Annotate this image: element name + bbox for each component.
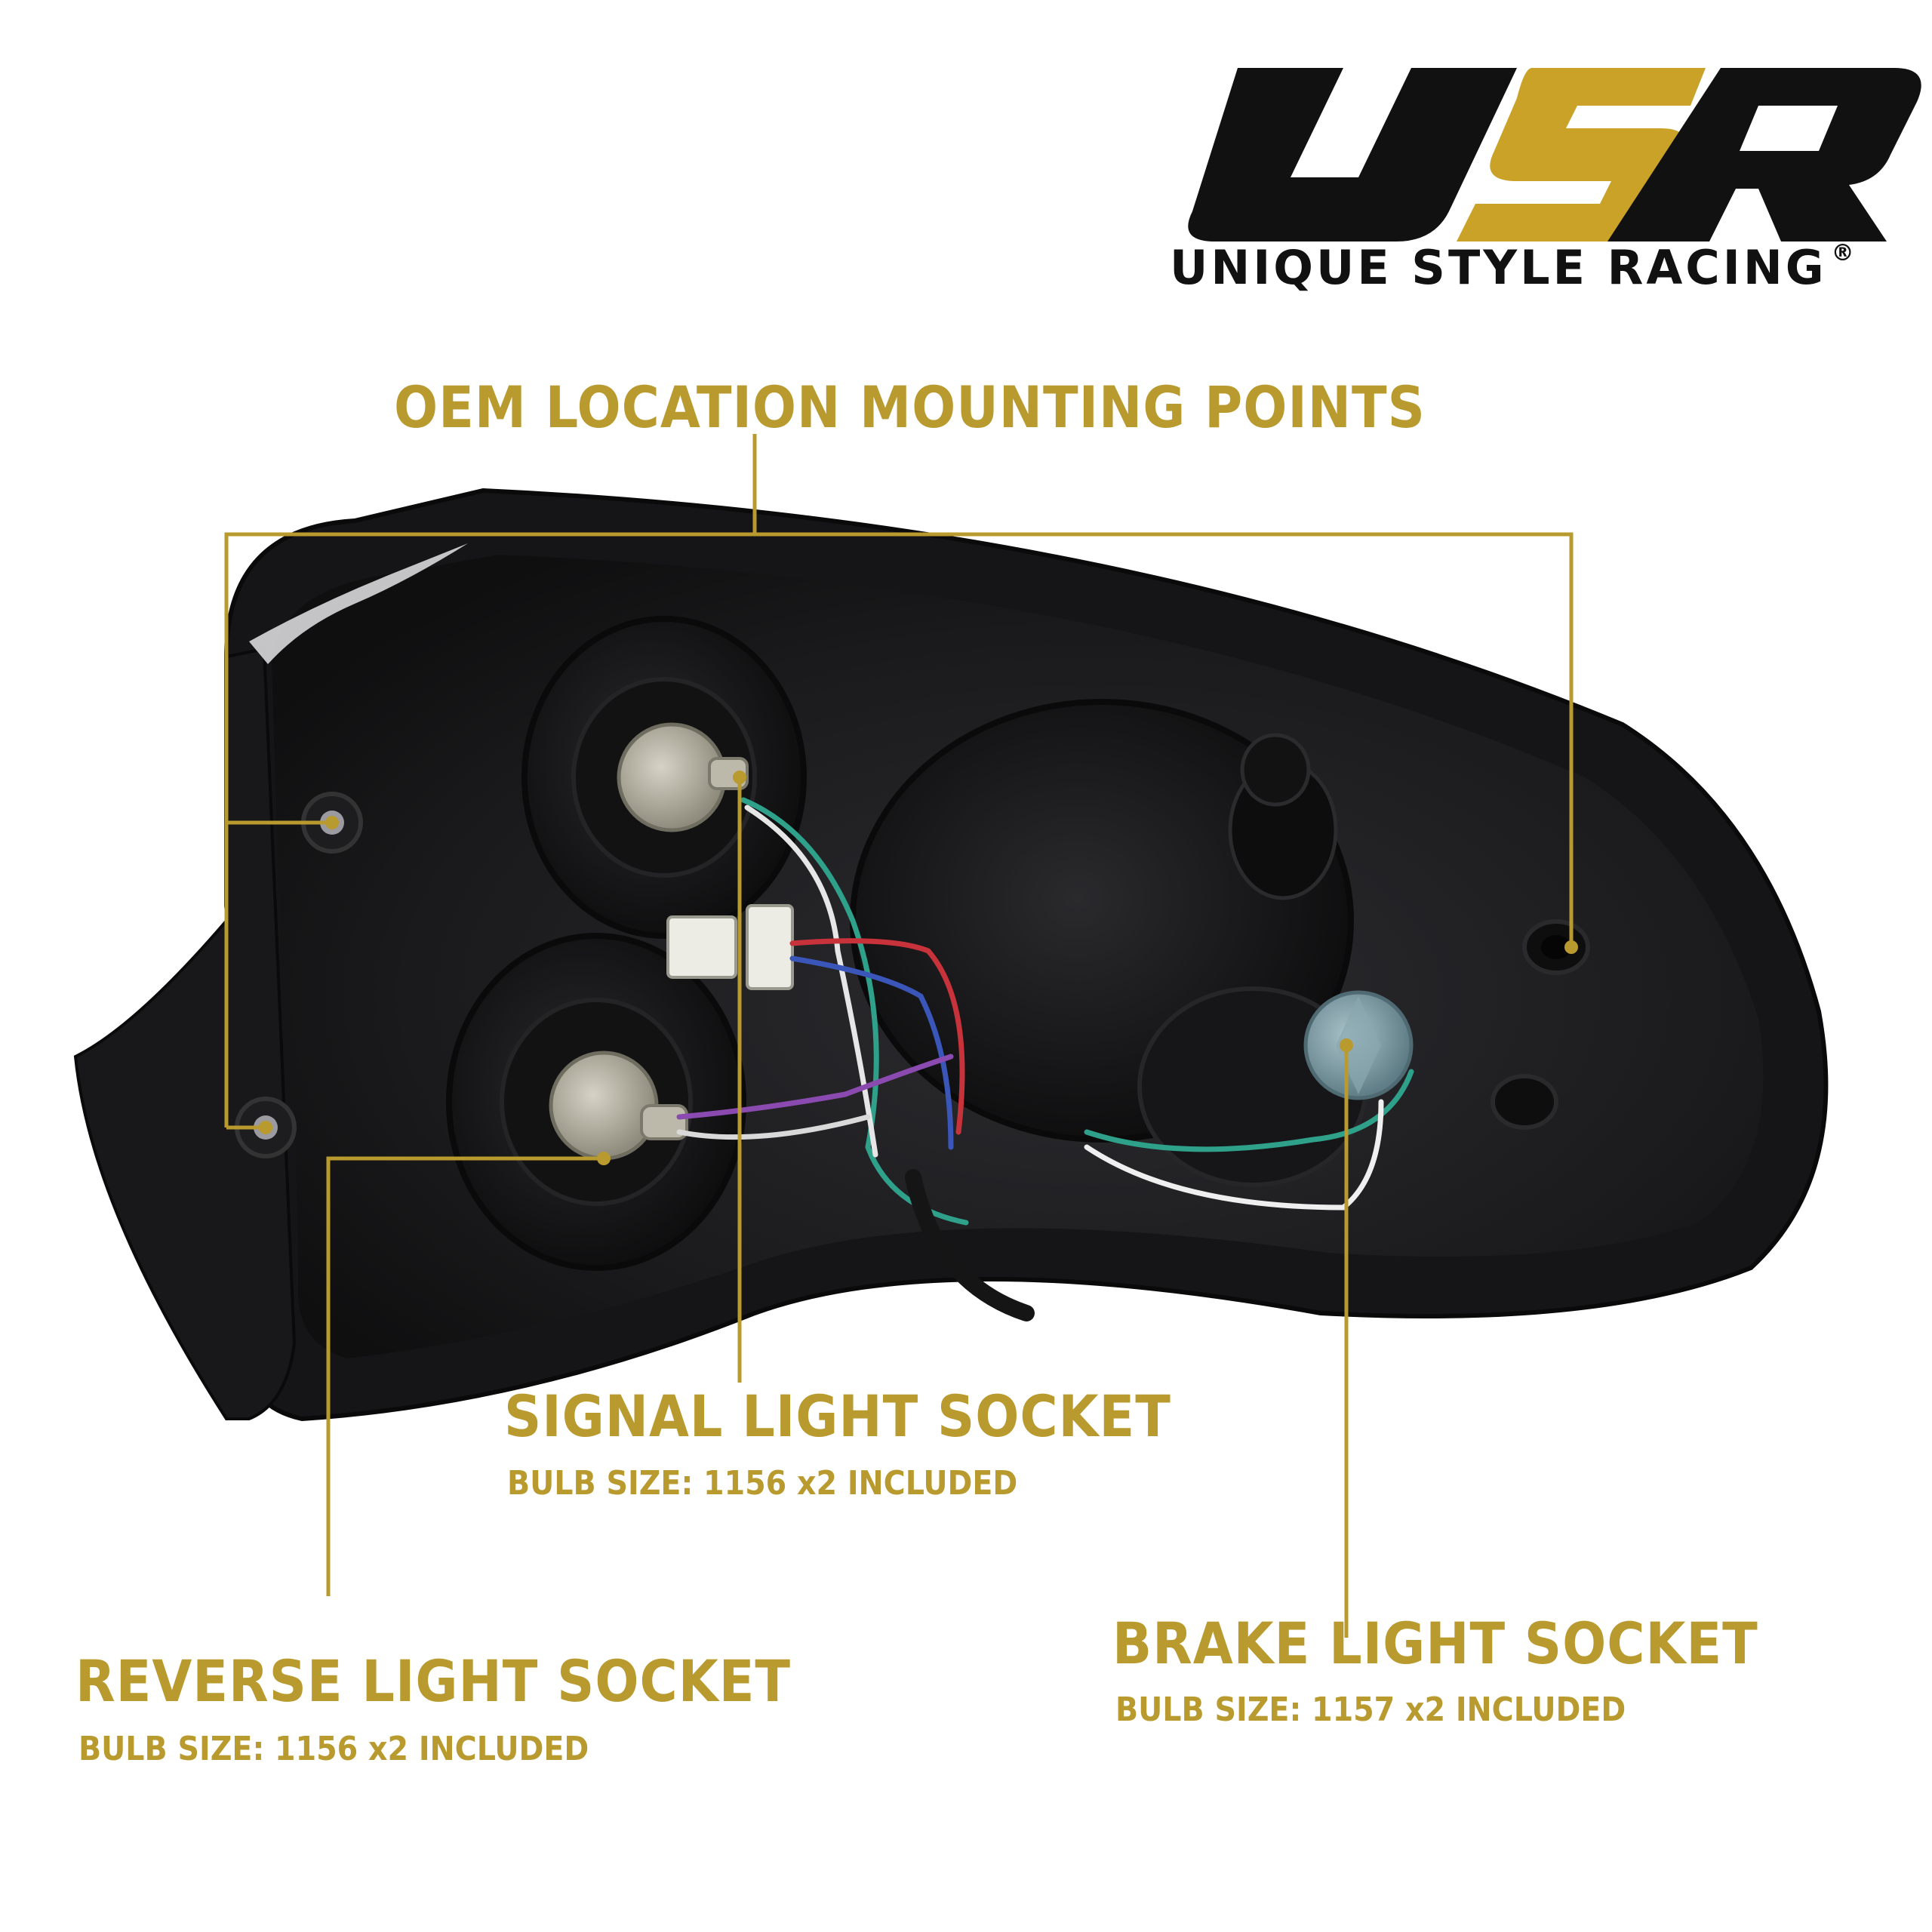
signal-socket-bulb-size: BULB SIZE: 1156 x2 INCLUDED xyxy=(507,1464,1018,1503)
flange-chrome-edge xyxy=(249,543,468,664)
reverse-leader xyxy=(326,1156,604,1596)
brand-wordmark: UNIQUE STYLE RACING® xyxy=(1170,240,1872,295)
reverse-socket xyxy=(549,1051,688,1161)
wiring-connector xyxy=(666,904,794,990)
brake-socket xyxy=(1303,990,1414,1100)
usr-logo-mark xyxy=(1188,68,1921,242)
brake-socket-bulb-size: BULB SIZE: 1157 x2 INCLUDED xyxy=(1115,1690,1626,1729)
mounting-points-title: OEM LOCATION MOUNTING POINTS xyxy=(394,374,1426,441)
mounting-leader-bracket xyxy=(224,532,1574,1128)
brake-socket-title: BRAKE LIGHT SOCKET xyxy=(1112,1610,1758,1677)
lower-right-stud xyxy=(1491,1074,1558,1130)
wiring-harness xyxy=(676,797,1414,1321)
reverse-socket-bulb-size: BULB SIZE: 1156 x2 INCLUDED xyxy=(78,1730,589,1768)
brand-name: UNIQUE STYLE RACING xyxy=(1170,240,1827,295)
signal-socket-title: SIGNAL LIGHT SOCKET xyxy=(504,1383,1171,1450)
reverse-socket-title: REVERSE LIGHT SOCKET xyxy=(75,1647,792,1715)
registered-mark: ® xyxy=(1831,240,1857,266)
left-mounting-flange xyxy=(73,647,297,1420)
